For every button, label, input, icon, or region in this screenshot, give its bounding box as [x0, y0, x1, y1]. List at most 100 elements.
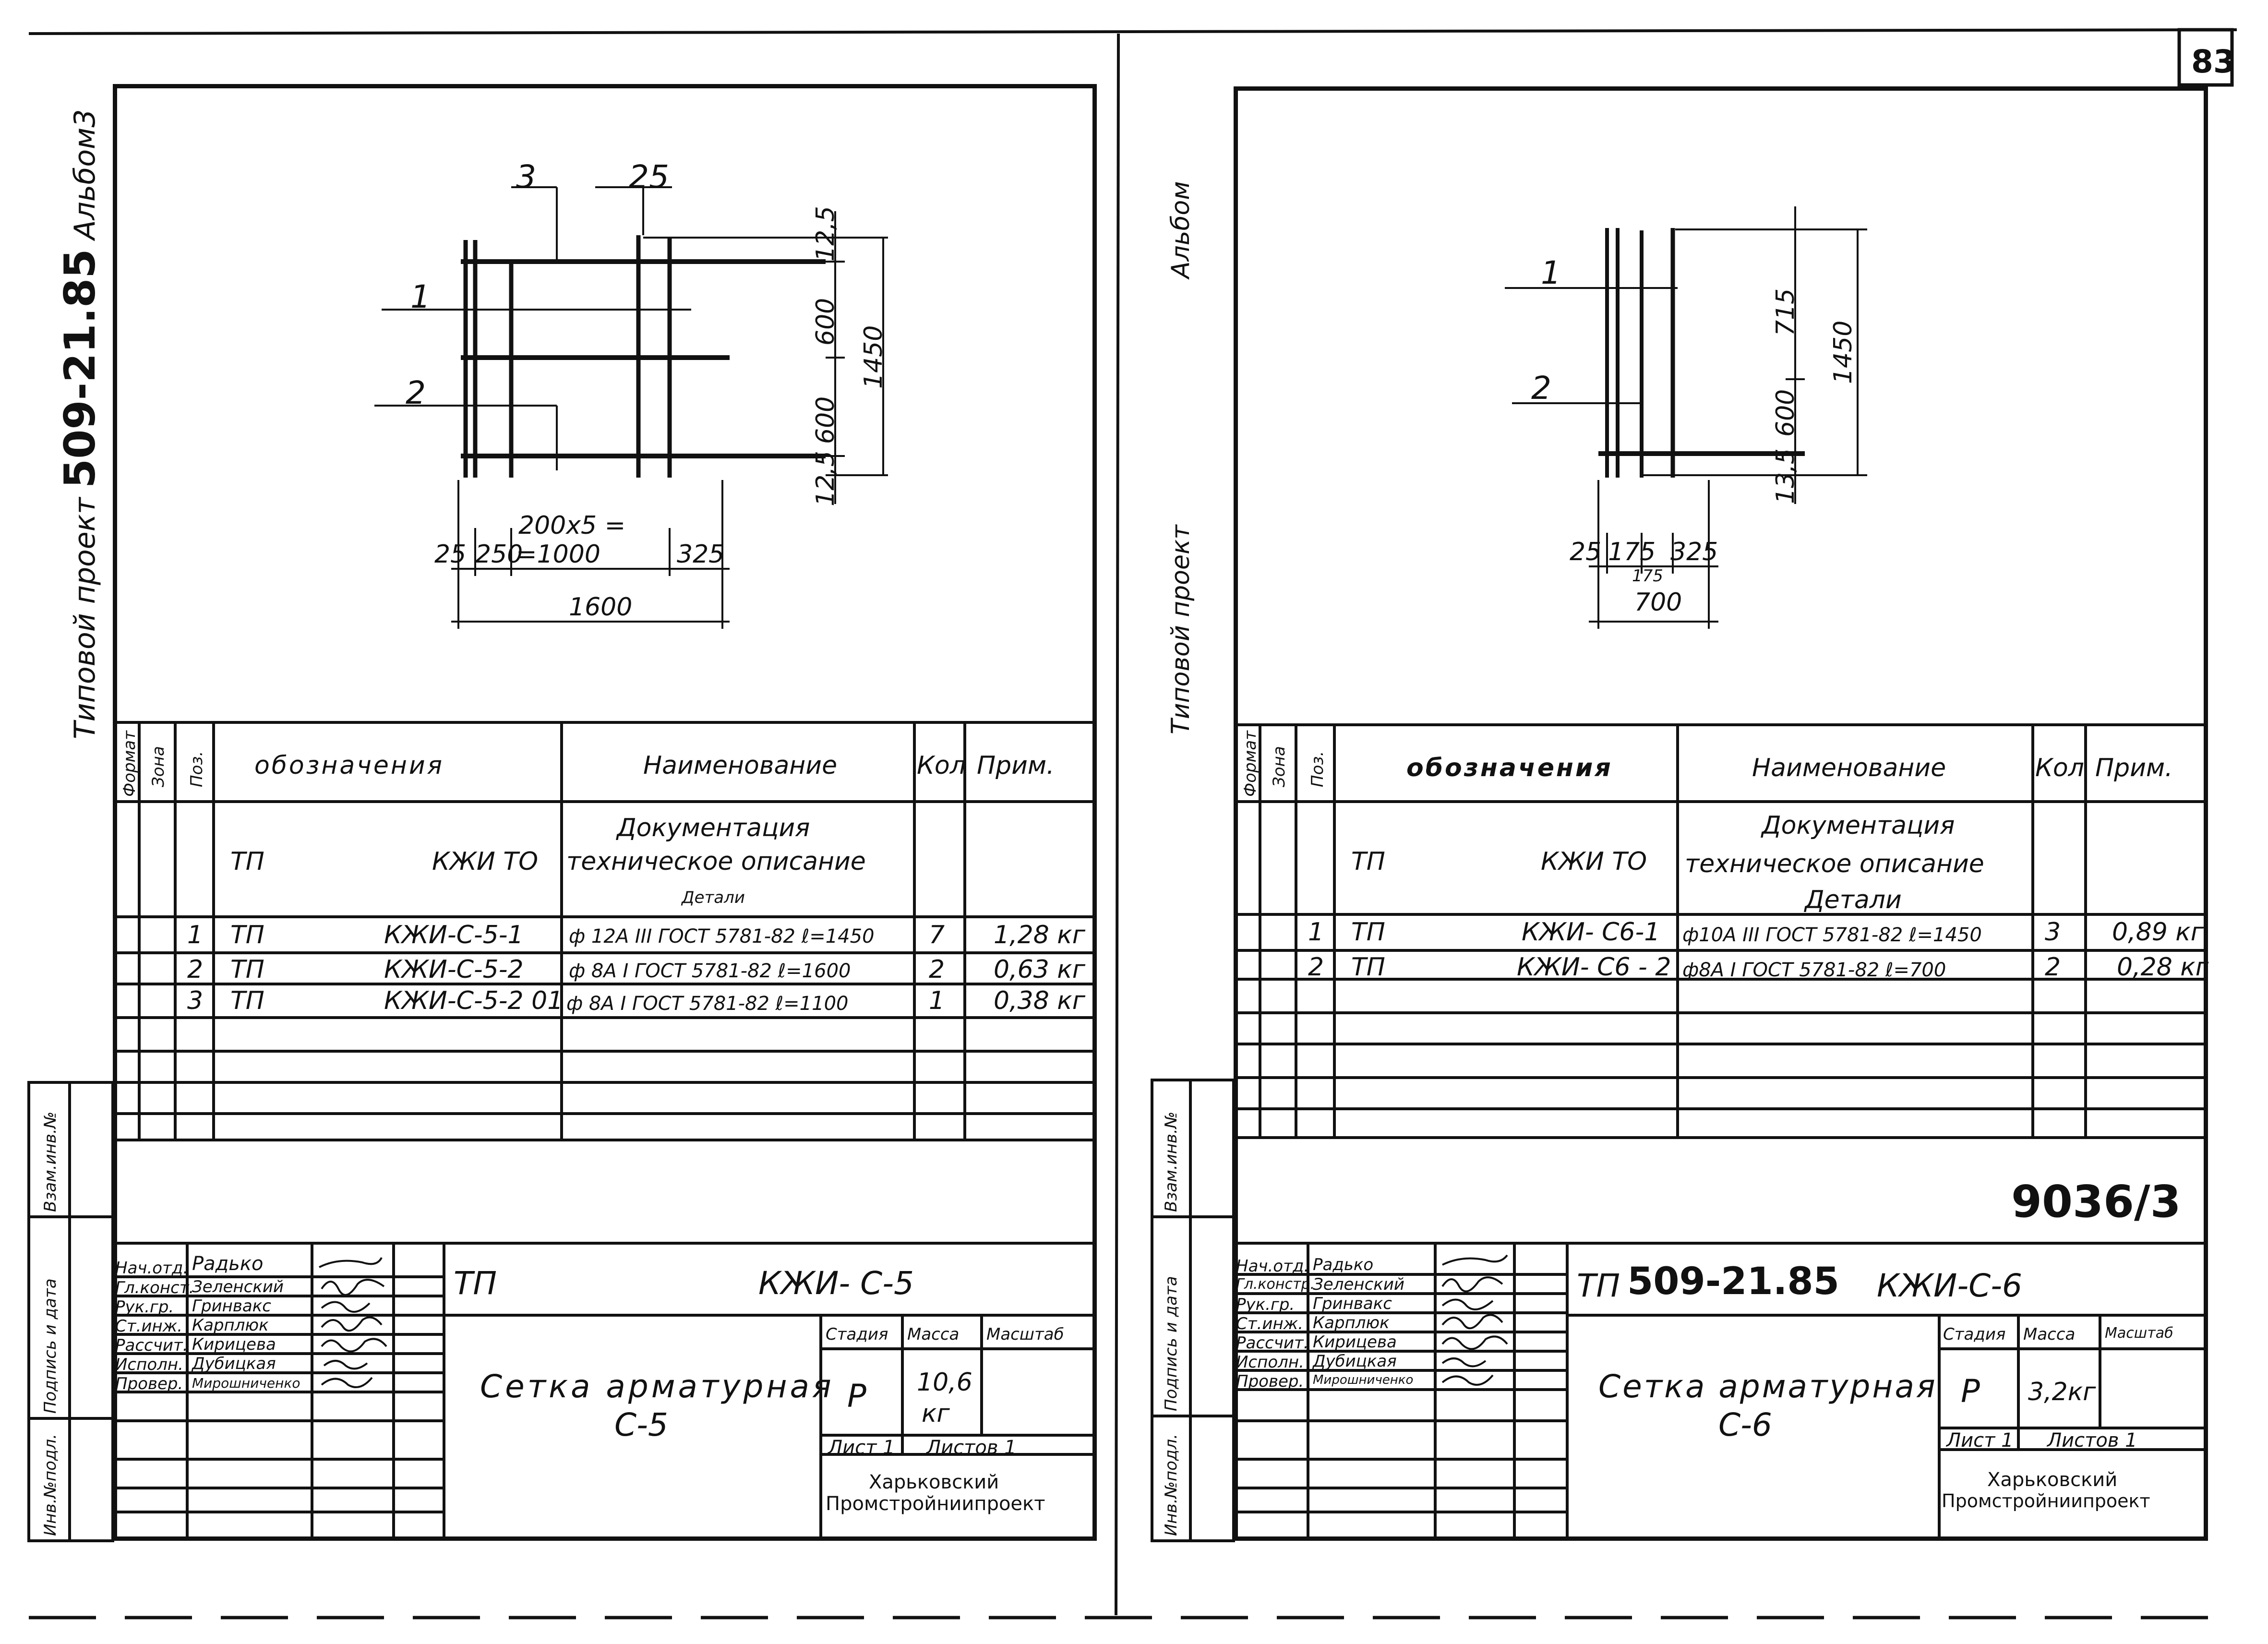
right-sheet	[1234, 86, 2208, 1541]
left-dim: =1000	[516, 540, 600, 569]
row-code: КЖИ-С-5-1	[384, 921, 524, 949]
right-doc-kzhito: КЖИ ТО	[1541, 847, 1647, 876]
right-stage: Р	[1961, 1373, 1980, 1410]
right-scale-label: Масштаб	[2105, 1325, 2173, 1342]
left-sheets: Листов 1	[926, 1437, 1017, 1459]
left-dim: 25	[434, 540, 467, 569]
left-pos-label: 2	[406, 374, 426, 411]
right-title-1: Сетка арматурная	[1598, 1368, 1937, 1405]
row-qty: 2	[929, 955, 945, 984]
row-tp: ТП	[230, 921, 264, 949]
role: Исполн.	[115, 1355, 183, 1374]
left-col-qty: Кол	[917, 751, 966, 780]
right-col-note: Прим.	[2095, 754, 2173, 782]
row-tp: ТП	[1351, 918, 1385, 947]
right-stage-label: Стадия	[1943, 1325, 2006, 1344]
row-pos: 1	[1308, 918, 1324, 947]
right-org-1: Харьковский	[1987, 1469, 2118, 1491]
left-mass-label: Масса	[907, 1325, 960, 1344]
right-doc-tp: ТП	[1351, 847, 1385, 876]
role: Провер.	[1236, 1372, 1304, 1391]
left-doc-tp: ТП	[230, 847, 264, 876]
right-doc-name-1: Документация	[1762, 811, 1955, 840]
left-dim: 200x5 =	[518, 511, 626, 540]
row-note: 0,28 кг	[2117, 953, 2209, 982]
right-title-2: С-6	[1718, 1406, 1772, 1443]
person-name: Мирошниченко	[192, 1375, 300, 1391]
right-mass-label: Масса	[2023, 1325, 2076, 1344]
row-name: ф10А III ГОСТ 5781-82 ℓ=1450	[1682, 924, 1982, 946]
row-pos: 2	[1308, 953, 1324, 982]
row-qty: 7	[929, 921, 945, 949]
person-name: Дубицкая	[1313, 1352, 1397, 1371]
role: Гл.констр.	[1236, 1276, 1315, 1293]
right-pos-label: 2	[1531, 370, 1551, 407]
right-dim: 25	[1570, 538, 1602, 566]
left-scale-label: Масштаб	[986, 1325, 1064, 1344]
left-doc-name-1: Документация	[617, 814, 810, 842]
right-sheets: Листов 1	[2047, 1429, 2137, 1452]
left-col-designation: обозначения	[254, 751, 444, 780]
right-col-qty: Кол	[2035, 754, 2084, 782]
row-note: 1,28 кг	[994, 921, 1086, 949]
row-tp: ТП	[1351, 953, 1385, 982]
left-doc-code-b: КЖИ- С-5	[758, 1265, 914, 1302]
row-code: КЖИ-С-5-2	[384, 955, 524, 984]
person-name: Кирицева	[192, 1335, 276, 1354]
row-name: ф 8А I ГОСТ 5781-82 ℓ=1600	[569, 960, 851, 982]
row-pos: 3	[187, 986, 204, 1015]
role: Исполн.	[1236, 1353, 1304, 1372]
role: Нач.отд.	[1236, 1257, 1309, 1276]
person-name: Гринвакс	[1313, 1294, 1392, 1313]
row-qty: 3	[2045, 918, 2061, 947]
right-sheet: Лист 1	[1946, 1429, 2014, 1452]
page-number: 83	[2191, 43, 2235, 80]
right-col-name: Наименование	[1752, 754, 1946, 782]
person-name: Радько	[1313, 1255, 1374, 1274]
person-name: Карплюк	[192, 1316, 269, 1335]
right-pos-label: 1	[1541, 254, 1561, 291]
left-dim: 250	[475, 540, 523, 569]
left-doc-code-a: ТП	[454, 1265, 497, 1302]
row-note: 0,63 кг	[994, 955, 1086, 984]
right-org-2: Промстройниипроект	[1942, 1490, 2150, 1512]
left-sheet: Лист 1	[828, 1437, 895, 1459]
row-name: ф8А I ГОСТ 5781-82 ℓ=700	[1682, 959, 1946, 981]
left-org-1: Харьковский	[869, 1471, 999, 1493]
row-qty: 1	[929, 986, 945, 1015]
person-name: Кирицева	[1313, 1332, 1397, 1352]
left-title-1: Сетка арматурная	[480, 1368, 834, 1405]
row-qty: 2	[2045, 953, 2061, 982]
person-name: Зеленский	[1313, 1275, 1405, 1294]
row-tp: ТП	[230, 986, 264, 1015]
role: Ст.инж.	[1236, 1314, 1304, 1333]
right-dim: 175	[1608, 538, 1656, 566]
role: Нач.отд.	[115, 1259, 189, 1278]
person-name: Карплюк	[1313, 1313, 1390, 1332]
person-name: Зеленский	[192, 1277, 284, 1296]
person-name: Гринвакс	[192, 1296, 271, 1316]
right-doc-name-2: техническое описание	[1685, 850, 1984, 878]
right-doc-code-num: 509-21.85	[1627, 1260, 1839, 1303]
left-doc-name-3: Детали	[682, 888, 745, 907]
right-dim: 175	[1632, 566, 1663, 586]
right-doc-name-3: Детали	[1805, 886, 1902, 914]
row-pos: 1	[187, 921, 204, 949]
role: Рук.гр.	[1236, 1295, 1295, 1314]
right-dim-total: 700	[1634, 588, 1682, 617]
right-mass: 3,2кг	[2028, 1378, 2096, 1406]
left-pos-label: 25	[629, 158, 669, 195]
left-pos-label: 1	[410, 278, 431, 315]
right-doc-code-a: ТП	[1577, 1267, 1620, 1304]
role: Ст.инж.	[115, 1317, 183, 1336]
right-doc-code-b: КЖИ-С-6	[1877, 1267, 2023, 1304]
row-code: КЖИ- С6-1	[1522, 918, 1660, 947]
left-sheet	[113, 84, 1097, 1541]
